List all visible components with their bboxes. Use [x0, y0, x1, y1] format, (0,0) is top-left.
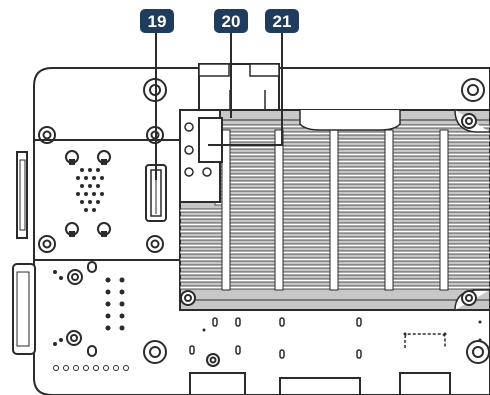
lower-left-components	[53, 261, 129, 371]
mounting-hole-bottom-right	[466, 340, 490, 364]
left-edge-connectors	[12, 151, 36, 355]
left-connector-upper	[16, 151, 28, 239]
callout-21-label: 21	[273, 12, 292, 31]
left-connector-lower	[12, 263, 36, 355]
mounting-hole-bottom-left	[143, 340, 167, 364]
callout-19-label: 19	[148, 12, 167, 31]
callout-20: 20	[214, 9, 248, 33]
module-cover	[179, 109, 223, 203]
callout-20-label: 20	[222, 12, 241, 31]
callout-19: 19	[140, 9, 174, 33]
callout-21: 21	[265, 9, 299, 33]
leader-21	[208, 32, 283, 146]
heatsink	[179, 109, 490, 311]
dot-grid	[76, 168, 104, 212]
m2-slot-connector	[145, 164, 167, 222]
leader-lines	[155, 32, 283, 180]
bottom-ports	[189, 317, 482, 395]
top-connector	[198, 63, 280, 111]
mounting-hole-top-right	[461, 78, 485, 102]
